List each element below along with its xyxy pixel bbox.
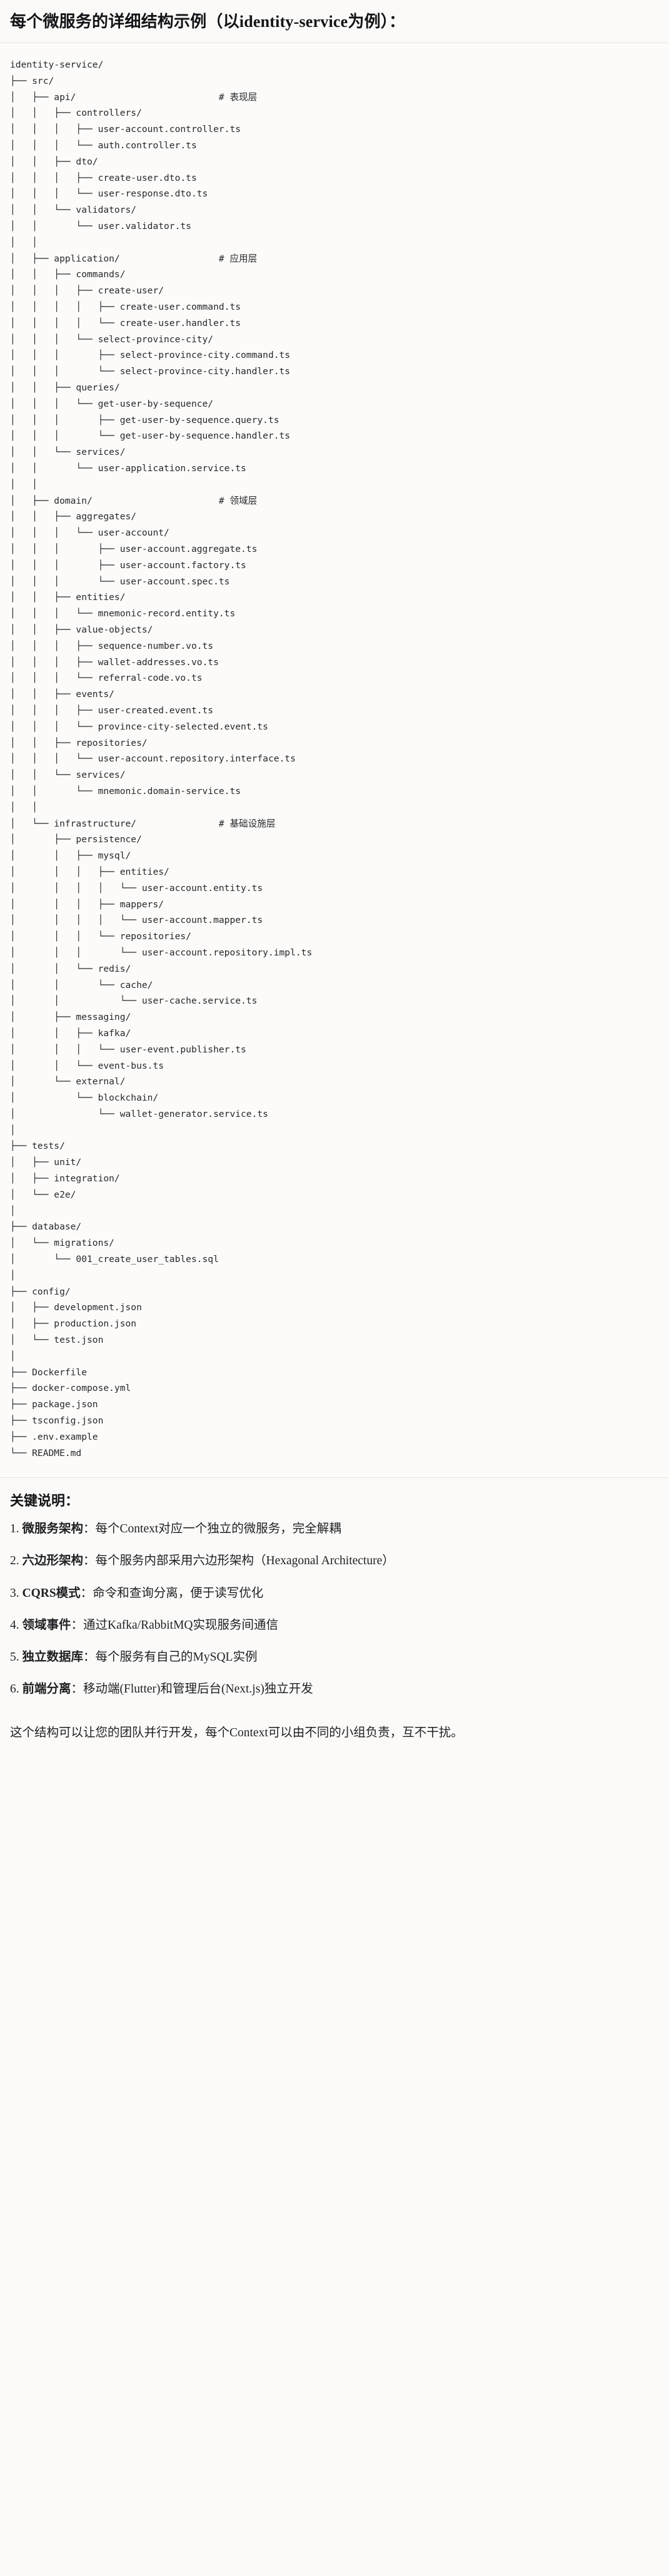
list-item: 3. CQRS模式：命令和查询分离，便于读写优化 [10, 1584, 659, 1602]
list-item: 1. 微服务架构：每个Context对应一个独立的微服务，完全解耦 [10, 1520, 659, 1538]
note-lead: 前端分离 [22, 1683, 71, 1696]
list-item: 5. 独立数据库：每个服务有自己的MySQL实例 [10, 1648, 659, 1666]
note-separator: ： [71, 1683, 84, 1696]
note-separator: ： [83, 1522, 96, 1536]
note-body: 通过Kafka/RabbitMQ实现服务间通信 [83, 1618, 279, 1632]
closing-paragraph: 这个结构可以让您的团队并行开发，每个Context可以由不同的小组负责，互不干扰… [10, 1726, 463, 1739]
directory-tree-block: identity-service/ ├── src/ │ ├── api/ # … [0, 43, 669, 1478]
divider-bottom [0, 1477, 669, 1479]
note-lead: CQRS模式 [22, 1586, 81, 1600]
note-number: 5. [10, 1651, 19, 1664]
directory-tree: identity-service/ ├── src/ │ ├── api/ # … [10, 59, 313, 1459]
note-lead: 微服务架构 [22, 1522, 84, 1536]
note-lead: 领域事件 [22, 1618, 71, 1632]
list-item: 2. 六边形架构：每个服务内部采用六边形架构（Hexagonal Archite… [10, 1552, 659, 1570]
note-number: 4. [10, 1618, 19, 1632]
note-number: 6. [10, 1683, 19, 1696]
note-lead: 独立数据库 [22, 1651, 84, 1664]
list-item: 4. 领域事件：通过Kafka/RabbitMQ实现服务间通信 [10, 1616, 659, 1634]
note-number: 2. [10, 1554, 19, 1568]
note-separator: ： [83, 1651, 96, 1664]
page-title: 每个微服务的详细结构示例（以identity-service为例）： [10, 13, 406, 31]
document-page: 每个微服务的详细结构示例（以identity-service为例）： ident… [0, 13, 669, 1739]
note-lead: 六边形架构 [22, 1554, 84, 1568]
note-body: 每个服务有自己的MySQL实例 [95, 1651, 258, 1664]
key-notes-list: 1. 微服务架构：每个Context对应一个独立的微服务，完全解耦 2. 六边形… [10, 1520, 659, 1699]
key-notes-title: 关键说明： [10, 1493, 79, 1509]
note-body: 移动端(Flutter)和管理后台(Next.js)独立开发 [83, 1683, 313, 1696]
note-number: 3. [10, 1586, 19, 1600]
note-body: 每个Context对应一个独立的微服务，完全解耦 [95, 1522, 341, 1536]
list-item: 6. 前端分离：移动端(Flutter)和管理后台(Next.js)独立开发 [10, 1680, 659, 1698]
note-separator: ： [71, 1618, 84, 1632]
note-body: 命令和查询分离，便于读写优化 [93, 1586, 264, 1600]
note-number: 1. [10, 1522, 19, 1536]
key-notes-section: 关键说明： 1. 微服务架构：每个Context对应一个独立的微服务，完全解耦 … [0, 1478, 669, 1719]
note-body: 每个服务内部采用六边形架构（Hexagonal Architecture） [95, 1554, 395, 1568]
note-separator: ： [83, 1554, 96, 1568]
note-separator: ： [80, 1586, 93, 1600]
